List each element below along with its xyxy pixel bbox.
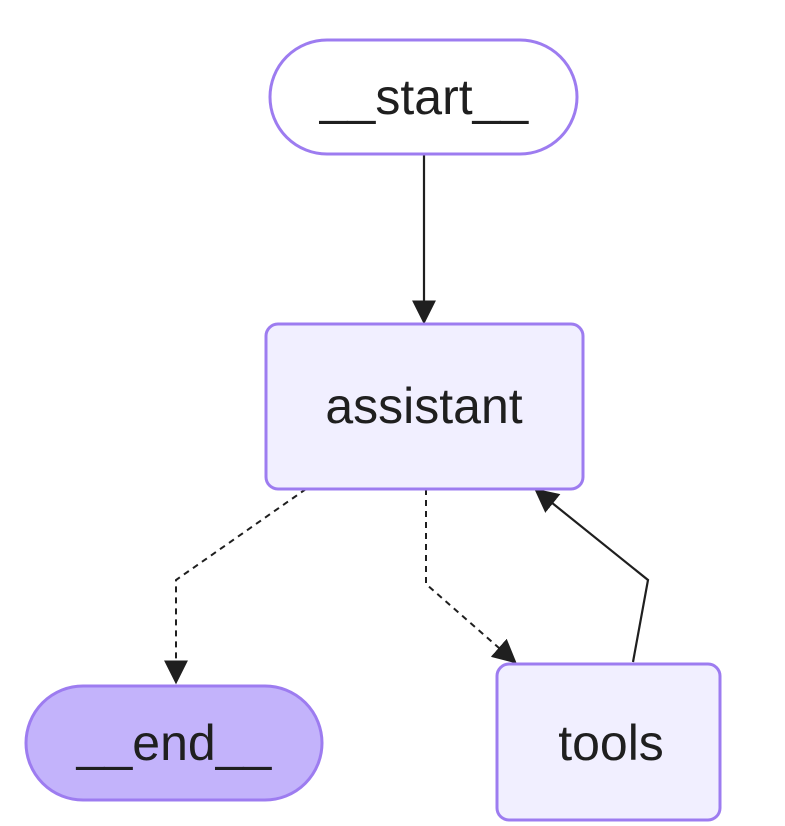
node-end[interactable]: __end__ [24, 684, 324, 802]
edge-assistant-to-tools [425, 489, 517, 664]
node-assistant[interactable]: assistant [264, 322, 585, 491]
node-tools-shape [495, 662, 722, 822]
node-start-shape [268, 38, 579, 156]
edge-assistant-to-end [164, 488, 307, 685]
node-tools[interactable]: tools [495, 662, 722, 822]
edge-tools-to-assistant [534, 488, 650, 663]
node-start[interactable]: __start__ [268, 38, 579, 156]
node-tools-label: tools [558, 715, 664, 771]
node-start-label: __start__ [319, 69, 530, 125]
node-end-label: __end__ [76, 715, 273, 771]
node-assistant-shape [264, 322, 585, 491]
node-end-shape [24, 684, 324, 802]
node-assistant-label: assistant [325, 378, 522, 434]
